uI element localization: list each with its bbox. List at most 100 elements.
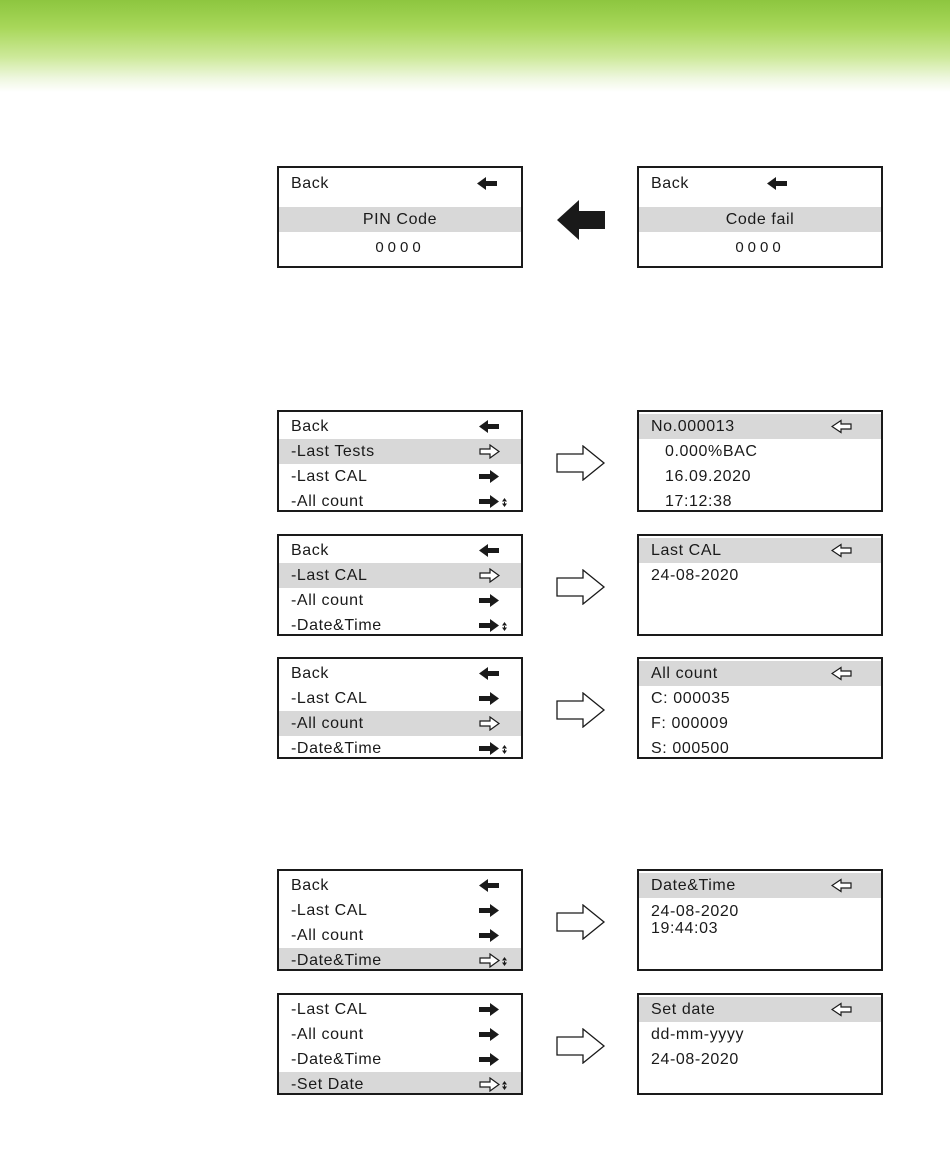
result-header-row[interactable]: Set date: [639, 997, 881, 1022]
menu-item-date-time[interactable]: -Date&Time: [279, 736, 521, 757]
menu-item-set-date[interactable]: -Set Date: [279, 1072, 521, 1093]
last-tests-result-screen: No.000013 0.000%BAC 16.09.2020 17:12:38: [637, 410, 883, 512]
calibration-date: 24-08-2020: [651, 567, 739, 584]
last-tests-menu-screen: Back -Last Tests -Last CAL -All count: [277, 410, 523, 512]
fail-title-row: Code fail: [639, 207, 881, 232]
menu-item-back[interactable]: Back: [279, 661, 521, 686]
menu-item-label: Back: [291, 877, 329, 894]
result-header: All count: [651, 665, 718, 682]
menu-item-label: -Last CAL: [291, 468, 368, 485]
menu-item-last-cal[interactable]: -Last CAL: [279, 997, 521, 1022]
enter-arrow-icon: [479, 716, 509, 731]
pin-code-value: 0000: [375, 239, 425, 256]
last-cal-menu-screen: Back -Last CAL -All count -Date&Time: [277, 534, 523, 636]
menu-item-label: -Date&Time: [291, 1051, 382, 1068]
result-header-row[interactable]: All count: [639, 661, 881, 686]
menu-item-label: -Last CAL: [291, 1001, 368, 1018]
code-fail-title: Code fail: [725, 211, 795, 228]
set-date-menu-screen: -Last CAL -All count -Date&Time -Set Dat…: [277, 993, 523, 1095]
result-header: Last CAL: [651, 542, 722, 559]
result-line: 0.000%BAC: [639, 439, 881, 464]
menu-item-all-count[interactable]: -All count: [279, 923, 521, 948]
result-line: 24-08-2020: [639, 563, 881, 588]
return-arrow-icon: [831, 543, 861, 558]
menu-item-all-count[interactable]: -All count: [279, 588, 521, 613]
menu-item-label: Back: [291, 542, 329, 559]
count-f: F: 000009: [651, 715, 729, 732]
menu-item-label: -Last CAL: [291, 690, 368, 707]
menu-item-all-count[interactable]: -All count: [279, 1022, 521, 1047]
result-header: Date&Time: [651, 877, 736, 894]
back-arrow-icon: [767, 176, 797, 191]
flow-next-arrow-icon: [556, 1028, 606, 1064]
result-header: Set date: [651, 1001, 716, 1018]
menu-item-date-time[interactable]: -Date&Time: [279, 613, 521, 634]
flow-back-arrow-icon: [557, 200, 605, 240]
menu-item-label: -Date&Time: [291, 740, 382, 757]
last-cal-result-screen: Last CAL 24-08-2020: [637, 534, 883, 636]
flow-next-arrow-icon: [556, 445, 606, 481]
menu-item-back[interactable]: Back: [279, 414, 521, 439]
menu-item-label: -All count: [291, 493, 364, 510]
menu-item-last-cal[interactable]: -Last CAL: [279, 686, 521, 711]
bac-value: 0.000%BAC: [665, 443, 758, 460]
result-header-row[interactable]: No.000013: [639, 414, 881, 439]
pin-back-row[interactable]: Back: [279, 171, 521, 196]
next-arrow-icon: [479, 903, 509, 918]
menu-item-label: -Last CAL: [291, 902, 368, 919]
return-arrow-icon: [831, 1002, 861, 1017]
pin-code-row[interactable]: 0000: [279, 235, 521, 260]
back-arrow-icon: [479, 419, 509, 434]
menu-item-back[interactable]: Back: [279, 538, 521, 563]
result-header-row[interactable]: Date&Time: [639, 873, 881, 898]
menu-item-label: -All count: [291, 592, 364, 609]
menu-item-last-cal[interactable]: -Last CAL: [279, 464, 521, 489]
scroll-arrow-icon: [479, 494, 509, 509]
menu-item-label: Back: [291, 418, 329, 435]
result-line: 17:12:38: [639, 489, 881, 510]
menu-item-date-time[interactable]: -Date&Time: [279, 948, 521, 969]
menu-item-label: -Last Tests: [291, 443, 375, 460]
date-format: dd-mm-yyyy: [651, 1026, 745, 1043]
fail-code-value: 0000: [735, 239, 785, 256]
menu-item-date-time[interactable]: -Date&Time: [279, 1047, 521, 1072]
menu-item-last-cal[interactable]: -Last CAL: [279, 563, 521, 588]
next-arrow-icon: [479, 1052, 509, 1067]
menu-item-label: -All count: [291, 1026, 364, 1043]
all-count-menu-screen: Back -Last CAL -All count -Date&Time: [277, 657, 523, 759]
enter-scroll-arrow-icon: [479, 953, 509, 968]
next-arrow-icon: [479, 593, 509, 608]
menu-item-last-cal[interactable]: -Last CAL: [279, 898, 521, 923]
return-arrow-icon: [831, 419, 861, 434]
fail-back-row[interactable]: Back: [639, 171, 881, 196]
menu-item-back[interactable]: Back: [279, 873, 521, 898]
menu-item-last-tests[interactable]: -Last Tests: [279, 439, 521, 464]
return-arrow-icon: [831, 666, 861, 681]
result-header-row[interactable]: Last CAL: [639, 538, 881, 563]
flow-next-arrow-icon: [556, 692, 606, 728]
pin-title: PIN Code: [362, 211, 438, 228]
menu-item-label: Back: [291, 665, 329, 682]
enter-scroll-arrow-icon: [479, 1077, 509, 1092]
menu-item-all-count[interactable]: -All count: [279, 489, 521, 510]
pin-title-row: PIN Code: [279, 207, 521, 232]
count-c: C: 000035: [651, 690, 731, 707]
all-count-result-screen: All count C: 000035 F: 000009 S: 000500: [637, 657, 883, 759]
set-date-value: 24-08-2020: [651, 1051, 739, 1068]
result-line[interactable]: 24-08-2020: [639, 1047, 881, 1072]
fail-code-row[interactable]: 0000: [639, 235, 881, 260]
header-band: [0, 0, 950, 92]
count-s: S: 000500: [651, 740, 730, 757]
menu-item-label: -All count: [291, 715, 364, 732]
enter-arrow-icon: [479, 444, 509, 459]
next-arrow-icon: [479, 469, 509, 484]
next-arrow-icon: [479, 1002, 509, 1017]
menu-item-label: -All count: [291, 927, 364, 944]
set-date-result-screen: Set date dd-mm-yyyy 24-08-2020: [637, 993, 883, 1095]
current-time: 19:44:03: [651, 920, 719, 937]
back-arrow-icon: [479, 666, 509, 681]
flow-next-arrow-icon: [556, 569, 606, 605]
back-arrow-icon: [479, 878, 509, 893]
menu-item-all-count[interactable]: -All count: [279, 711, 521, 736]
date-time-value: 24-08-2020 19:44:03: [651, 903, 739, 937]
